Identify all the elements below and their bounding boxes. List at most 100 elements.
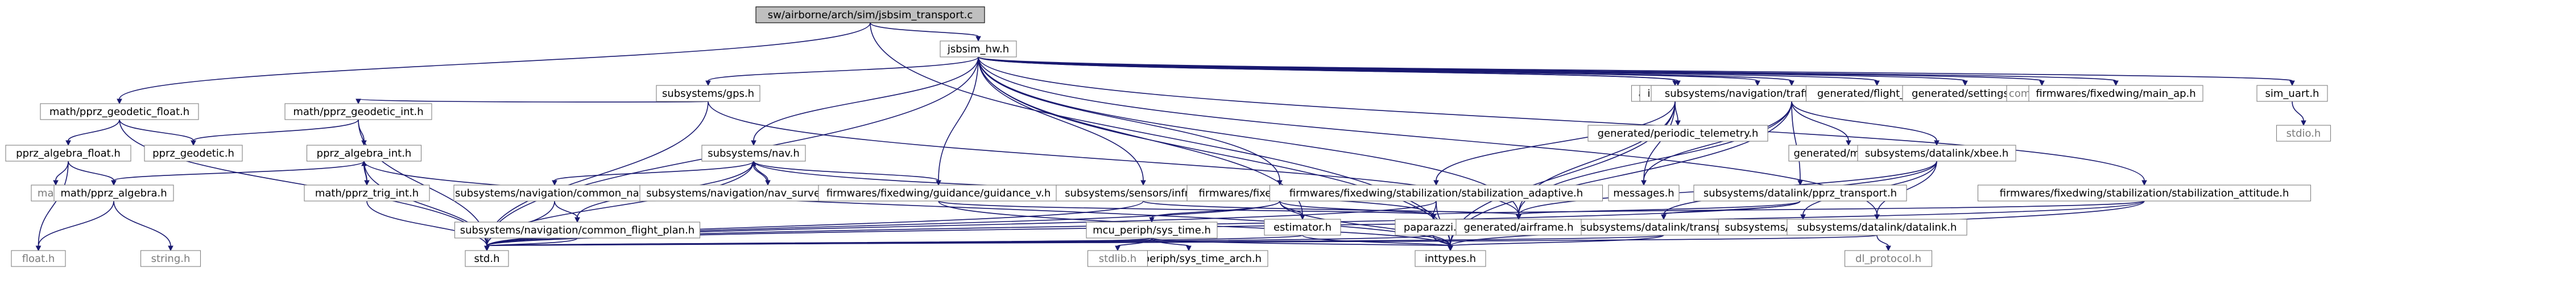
edge-pprz-algebra-int-to-inttypes-h bbox=[363, 161, 1451, 247]
node-xbee-h[interactable]: subsystems/datalink/xbee.h bbox=[1857, 145, 2016, 162]
edge-arrowhead bbox=[111, 180, 117, 186]
edge-arrowhead bbox=[1430, 214, 1436, 220]
node-pprz-algebra-float[interactable]: pprz_algebra_float.h bbox=[5, 145, 131, 162]
node-box bbox=[755, 6, 985, 23]
edge-nav-h-to-guidance-v bbox=[753, 161, 939, 181]
node-gps-h[interactable]: subsystems/gps.h bbox=[656, 85, 760, 102]
node-pprz-geodetic-h[interactable]: pprz_geodetic.h bbox=[144, 145, 243, 162]
node-box bbox=[2256, 85, 2328, 102]
node-pprz-algebra-int[interactable]: pprz_algebra_int.h bbox=[306, 145, 422, 162]
node-label: subsystems/datalink/pprz_transport.h bbox=[1703, 187, 1897, 199]
edge-paparazzi-h-to-std-h bbox=[486, 235, 1434, 247]
node-label: subsystems/datalink/datalink.h bbox=[1797, 222, 1957, 233]
node-stab-adaptive[interactable]: firmwares/fixedwing/stabilization/stabil… bbox=[1269, 184, 1603, 202]
node-pprz-geodetic-float[interactable]: math/pprz_geodetic_float.h bbox=[40, 103, 199, 120]
node-root[interactable]: sw/airborne/arch/sim/jsbsim_transport.c bbox=[755, 6, 985, 23]
edge-arrowhead bbox=[1800, 214, 1806, 220]
node-label: pprz_geodetic.h bbox=[152, 147, 234, 159]
node-label: dl_protocol.h bbox=[1855, 253, 1921, 265]
edge-root-to-pprz-geodetic-float bbox=[119, 22, 871, 100]
edge-jsbsim-hw-to-datalink-downlink bbox=[978, 56, 1792, 81]
node-airframe-h[interactable]: generated/airframe.h bbox=[1456, 219, 1582, 236]
node-label: string.h bbox=[151, 253, 191, 265]
node-label: pprz_algebra_int.h bbox=[317, 147, 412, 159]
node-common-nav[interactable]: subsystems/navigation/common_nav.h bbox=[453, 184, 656, 202]
edge-pprz-algebra-float-to-math-pprz-algebra bbox=[68, 161, 114, 181]
edge-datalink-downlink-to-generated-modules bbox=[1791, 101, 1849, 141]
edge-arrowhead bbox=[751, 140, 756, 146]
edge-jsbsim-hw-to-stab-attitude bbox=[978, 56, 2145, 181]
edge-ap-downlink-to-stab-adaptive bbox=[1436, 101, 1676, 181]
edge-arrowhead bbox=[574, 217, 580, 223]
node-label: std.h bbox=[474, 253, 500, 265]
node-label: firmwares/fixedwing/main_ap.h bbox=[2036, 88, 2195, 100]
node-label: firmwares/fixedwing/stabilization/stabil… bbox=[1289, 187, 1583, 199]
node-box bbox=[53, 184, 174, 202]
node-box bbox=[1587, 125, 1768, 142]
node-jsbsim-hw[interactable]: jsbsim_hw.h bbox=[940, 40, 1017, 58]
node-pprz-transport[interactable]: subsystems/datalink/pprz_transport.h bbox=[1693, 184, 1907, 202]
node-box bbox=[284, 103, 432, 120]
edge-datalink-downlink-to-pprz-transport bbox=[1791, 101, 1801, 181]
node-label: math/pprz_geodetic_int.h bbox=[293, 106, 423, 118]
node-stdlib-h: stdlib.h bbox=[1087, 250, 1148, 267]
node-label: subsystems/datalink/transport.h bbox=[1581, 222, 1746, 233]
node-box bbox=[1087, 250, 1148, 267]
edge-arrowhead bbox=[1140, 180, 1146, 186]
node-box bbox=[40, 103, 199, 120]
node-box bbox=[1456, 219, 1582, 236]
edge-arrowhead bbox=[975, 36, 981, 42]
node-box bbox=[1787, 219, 1967, 236]
node-label: math/pprz_algebra.h bbox=[60, 187, 167, 199]
node-math-pprz-algebra[interactable]: math/pprz_algebra.h bbox=[53, 184, 174, 202]
node-stab-attitude[interactable]: firmwares/fixedwing/stabilization/stabil… bbox=[1977, 184, 2312, 202]
node-box bbox=[2028, 85, 2203, 102]
edge-arrowhead bbox=[1516, 214, 1521, 220]
node-main-ap[interactable]: firmwares/fixedwing/main_ap.h bbox=[2028, 85, 2203, 102]
edge-pprz-algebra-float-to-float-h bbox=[38, 161, 69, 247]
edge-arrowhead bbox=[191, 140, 196, 146]
node-common-flight-plan[interactable]: subsystems/navigation/common_flight_plan… bbox=[454, 222, 701, 239]
node-datalink-h[interactable]: subsystems/datalink/datalink.h bbox=[1787, 219, 1967, 236]
node-box bbox=[144, 145, 243, 162]
edge-pprz-trig-int-to-std-h bbox=[366, 200, 487, 247]
edge-arrowhead bbox=[1675, 80, 1681, 87]
node-label: mcu_periph/sys_time_arch.h bbox=[1116, 253, 1262, 265]
edge-arrowhead bbox=[484, 245, 490, 252]
node-periodic-telemetry[interactable]: generated/periodic_telemetry.h bbox=[1587, 125, 1768, 142]
node-pprz-trig-int[interactable]: math/pprz_trig_int.h bbox=[304, 184, 430, 202]
node-sys-time[interactable]: mcu_periph/sys_time.h bbox=[1086, 222, 1218, 239]
edge-arrowhead bbox=[1934, 140, 1940, 146]
node-label: sw/airborne/arch/sim/jsbsim_transport.c bbox=[768, 9, 973, 21]
node-std-h[interactable]: std.h bbox=[465, 250, 509, 267]
node-label: float.h bbox=[22, 253, 55, 265]
edge-jsbsim-hw-to-autopilot bbox=[978, 56, 1280, 181]
edge-arrowhead bbox=[1675, 120, 1681, 126]
edge-jsbsim-hw-to-main-ap bbox=[978, 56, 2116, 81]
edge-arrowhead bbox=[1433, 180, 1439, 186]
edge-stab-attitude-to-paparazzi-h bbox=[1433, 200, 2145, 215]
edge-arrowhead bbox=[1789, 80, 1794, 87]
node-inttypes-h[interactable]: inttypes.h bbox=[1415, 250, 1486, 267]
edge-ap-downlink-to-messages-h bbox=[1643, 101, 1676, 181]
edge-dl-transport-to-inttypes-h bbox=[1450, 235, 1664, 247]
node-nav-h[interactable]: subsystems/nav.h bbox=[701, 145, 806, 162]
edge-pprz-trig-int-to-pprz-algebra-int bbox=[363, 165, 367, 186]
edge-arrowhead bbox=[117, 99, 122, 105]
node-pprz-geodetic-int[interactable]: math/pprz_geodetic_int.h bbox=[284, 103, 432, 120]
node-box bbox=[656, 85, 760, 102]
edge-pprz-transport-to-airframe-h bbox=[1518, 200, 1801, 215]
edge-datalink-downlink-to-xbee-h bbox=[1791, 101, 1937, 141]
node-estimator-h[interactable]: estimator.h bbox=[1264, 219, 1341, 236]
node-messages-h[interactable]: messages.h bbox=[1608, 184, 1680, 202]
edge-sim-uart-to-stdio-h bbox=[2292, 101, 2304, 121]
edge-arrowhead bbox=[1448, 245, 1453, 252]
edge-arrowhead bbox=[355, 99, 361, 105]
graph-edges bbox=[35, 22, 2306, 252]
edge-pprz-geodetic-float-to-std-h bbox=[119, 119, 487, 247]
node-guidance-v[interactable]: firmwares/fixedwing/guidance/guidance_v.… bbox=[818, 184, 1059, 202]
edge-guidance-v-to-paparazzi-h bbox=[938, 200, 1434, 215]
node-box bbox=[454, 222, 701, 239]
node-sim-uart[interactable]: sim_uart.h bbox=[2256, 85, 2328, 102]
edge-arrowhead bbox=[1962, 80, 1968, 87]
